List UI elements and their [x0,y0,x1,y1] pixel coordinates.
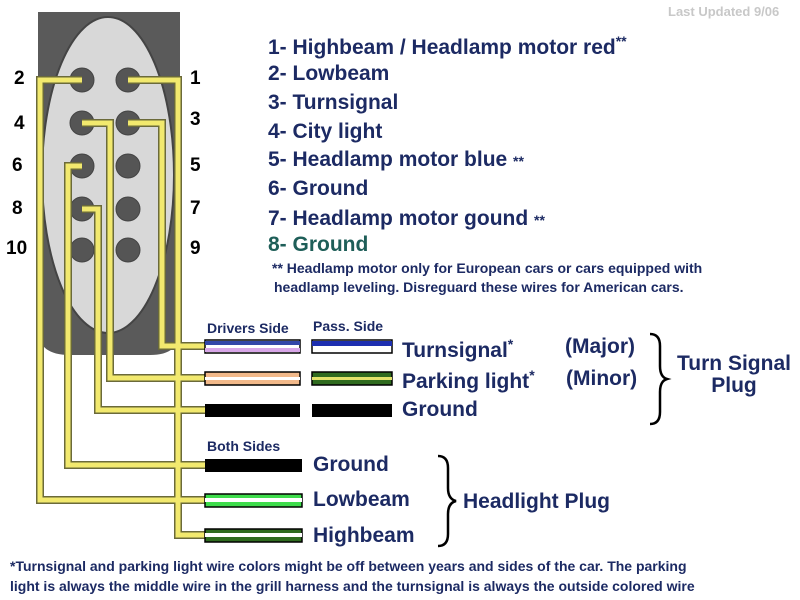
label-major: (Major) [565,335,635,358]
pin-label-7: 7 [190,198,201,219]
pin-label-9: 9 [190,238,201,259]
headlight-plug-title: Headlight Plug [463,490,610,513]
wire-pin8-ground [82,206,205,413]
legend-item-1: 1- Highbeam / Headlamp motor red** [268,33,627,59]
last-updated: Last Updated 9/06 [668,4,780,19]
legend-item-8: 8- Ground [268,233,369,256]
label-lowbeam: Lowbeam [313,488,410,511]
pin-label-1: 1 [190,68,201,89]
headlight-brace [437,454,457,548]
swatch-pass-ground [312,404,392,417]
swatch-head-ground [205,459,302,472]
headlight-swatches [204,459,303,543]
pin-label-6: 6 [12,155,23,176]
both-sides-header: Both Sides [207,438,281,454]
wire-pin6-ground [65,163,205,468]
wire-pin4-parking [82,120,205,381]
label-ground-head: Ground [313,453,389,476]
legend-item-4: 4- City light [268,120,383,143]
label-minor: (Minor) [566,367,638,390]
legend-item-6: 6- Ground [268,177,369,200]
pin-label-8: 8 [12,198,23,219]
label-turnsignal: Turnsignal* [402,336,514,362]
pin-9 [115,237,141,263]
drivers-side-header: Drivers Side [207,320,289,336]
legend-item-3: 3- Turnsignal [268,91,399,114]
label-ground-turn: Ground [402,398,478,421]
wire-pin3-turnsignal [128,120,205,349]
passenger-side-swatches [311,339,393,417]
pin-label-5: 5 [190,155,201,176]
wire-fills [37,77,205,538]
label-highbeam: Highbeam [313,524,415,547]
swatch-driver-ground [205,404,300,417]
note-line-2: headlamp leveling. Disreguard these wire… [274,279,684,295]
pin-10 [69,237,95,263]
label-parking-light: Parking light* [402,367,535,393]
pin-label-2: 2 [14,68,25,89]
pin-label-10: 10 [6,238,28,259]
pin-label-3: 3 [190,109,201,130]
note-line-1: ** Headlamp motor only for European cars… [272,260,703,276]
legend-item-7: 7- Headlamp motor gound ** [268,207,545,230]
pin-label-4: 4 [14,113,25,134]
wire-pin1-highbeam [128,77,205,538]
pin-7 [115,196,141,222]
turn-signal-brace [649,332,672,426]
pin-5 [115,153,141,179]
pass-side-header: Pass. Side [313,318,384,334]
wire-pin2-lowbeam [37,77,205,503]
legend-item-5: 5- Headlamp motor blue ** [268,148,524,171]
footnote: *Turnsignal and parking light wire color… [10,558,695,594]
driver-side-swatches [204,339,301,417]
legend-item-2: 2- Lowbeam [268,62,390,85]
